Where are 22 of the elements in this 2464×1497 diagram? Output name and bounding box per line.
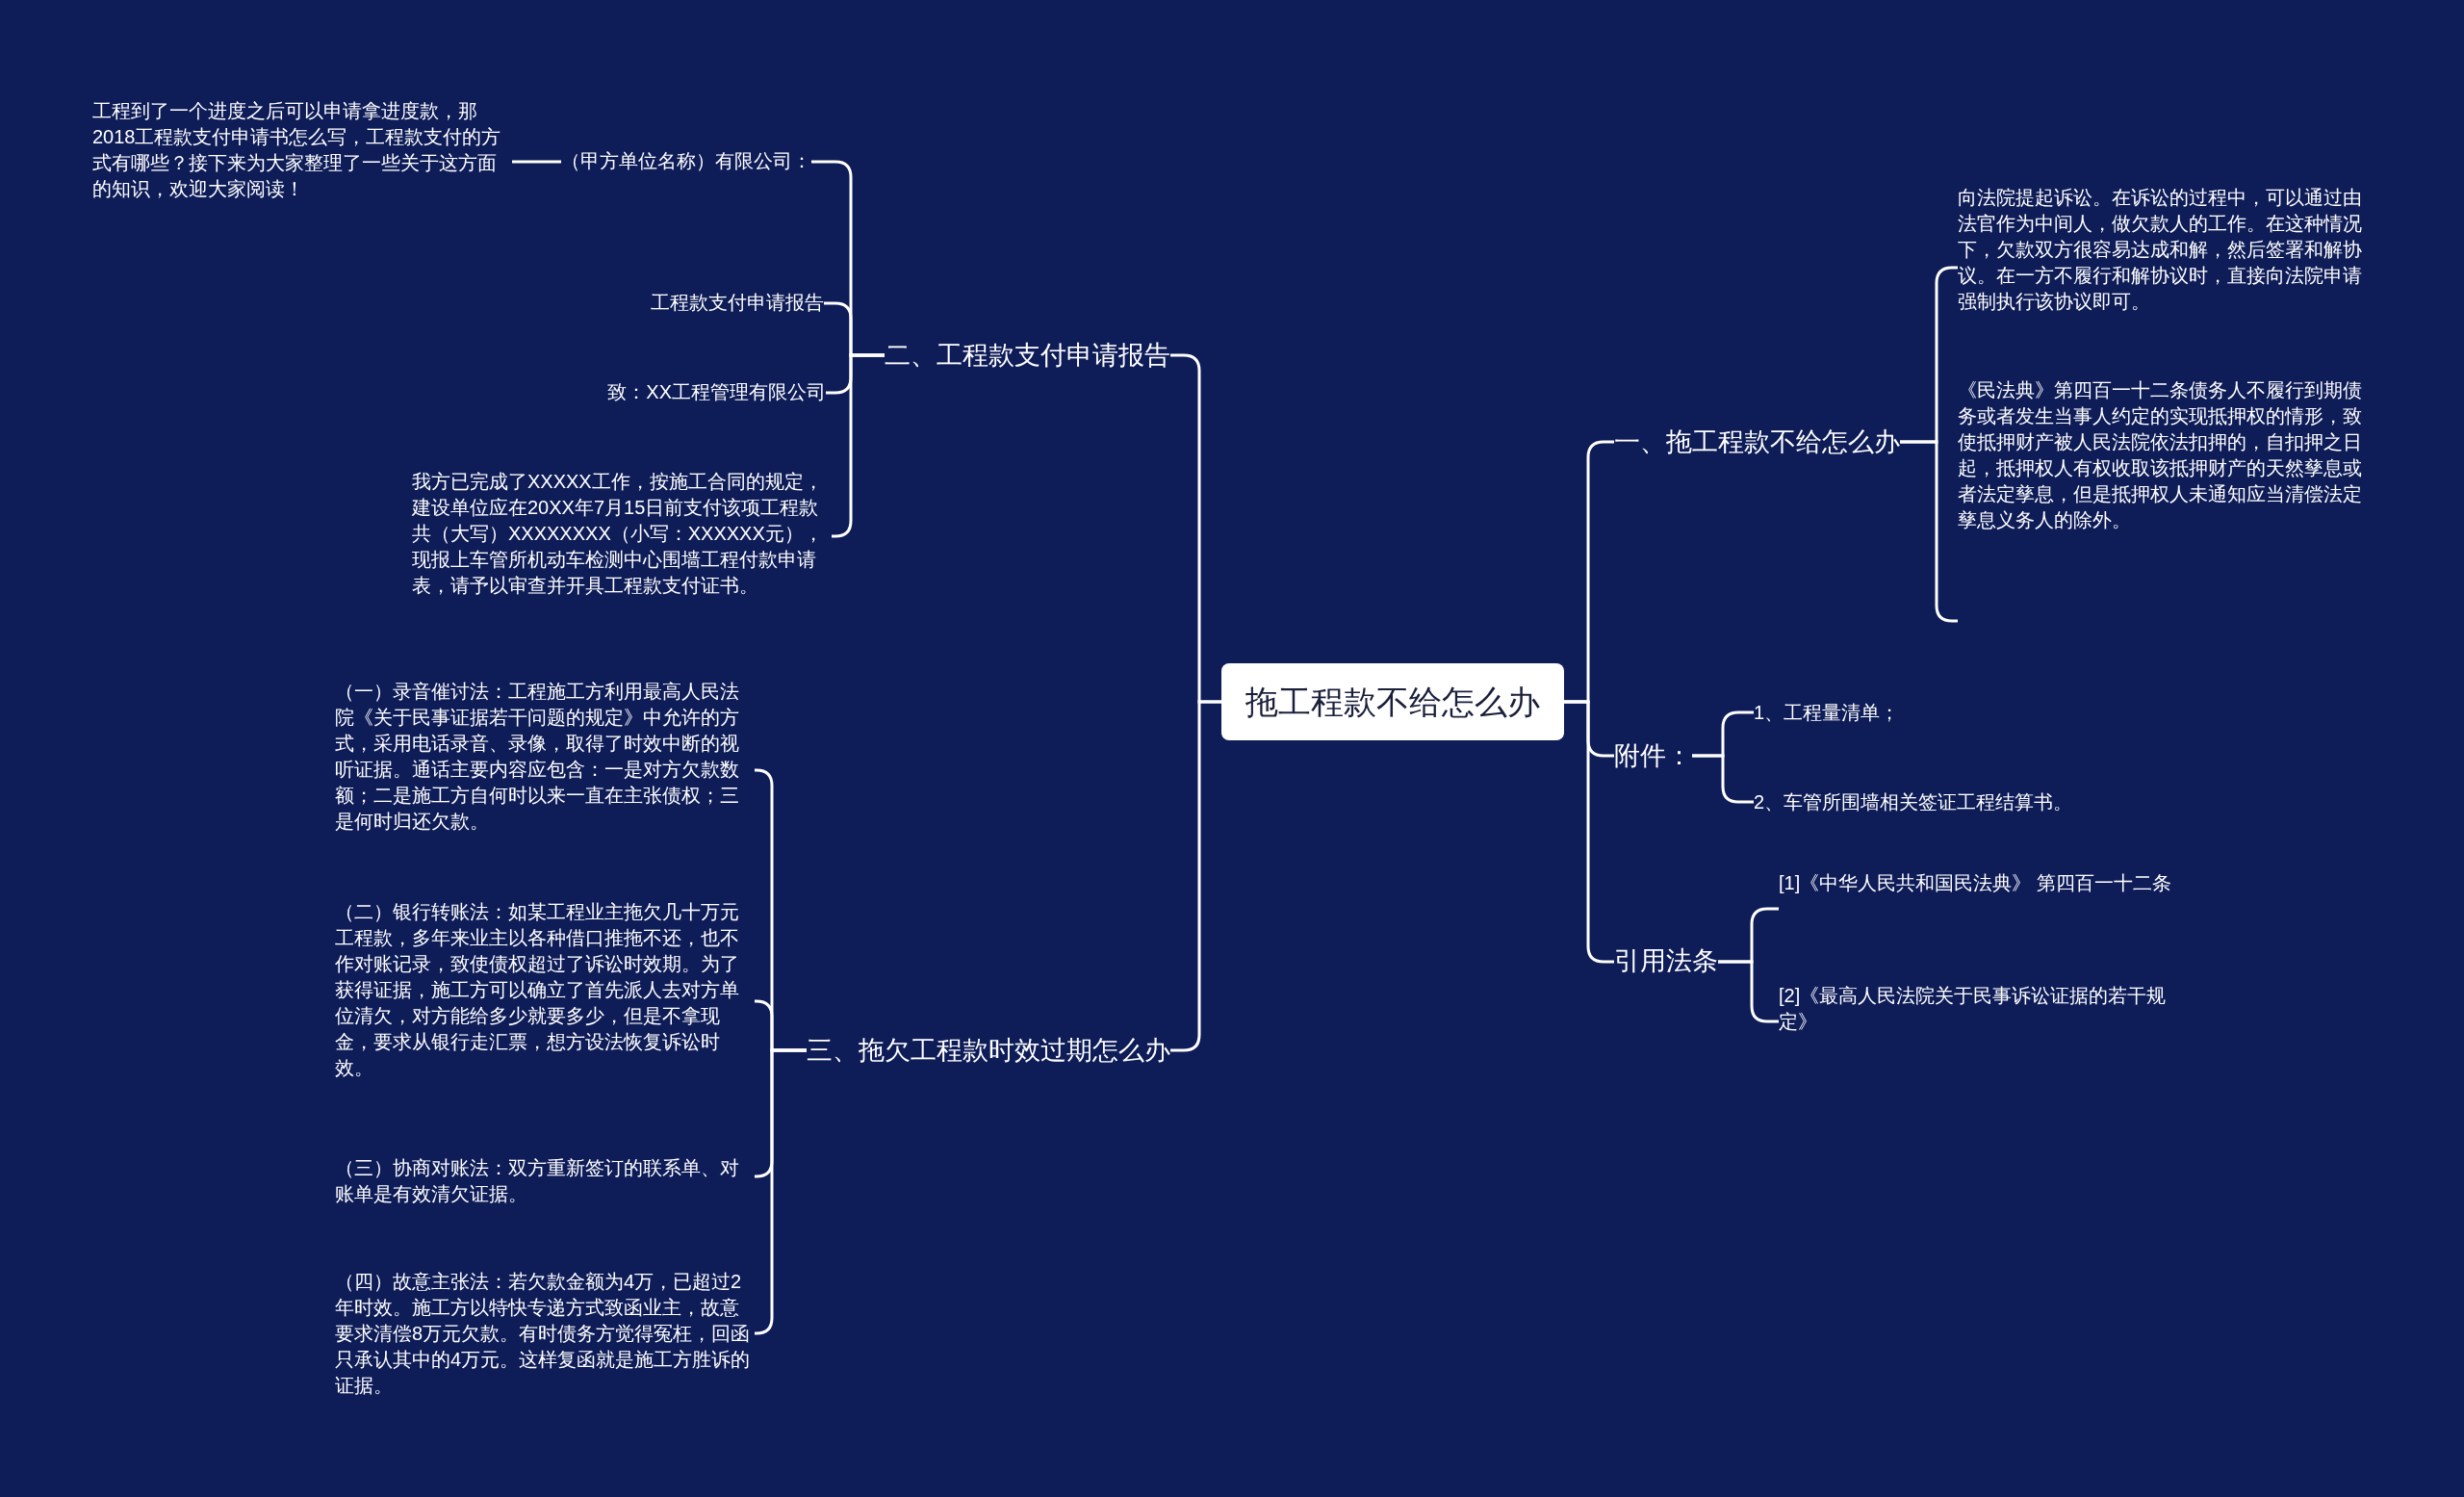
leaf-text: （甲方单位名称）有限公司： xyxy=(561,148,811,174)
leaf-text: 《民法典》第四百一十二条债务人不履行到期债务或者发生当事人约定的实现抵押权的情形，致使抵押财产被人民法院依法扣押的，自扣押之日起，抵押权人有权收取该抵押财产的天然孳息或者法定孳息，但是抵押权人未通知应当清偿法定孳息义务人的除外。 xyxy=(1958,377,2377,632)
branch-label: 一、拖工程款不给怎么办 xyxy=(1614,426,1900,458)
leaf-text: （四）故意主张法：若欠款金额为4万，已超过2年时效。施工方以特快专递方式致函业主，故意要求清偿8万元欠款。有时债务方觉得冤枉，回函只承认其中的4万元。这样复函就是施工方胜诉的证据。 xyxy=(335,1269,755,1399)
connector-line xyxy=(512,160,561,164)
leaf-text: （二）银行转账法：如某工程业主拖欠几十万元工程款，多年来业主以各种借口推拖不还，也不作对账记录，致使债权超过了诉讼时效期。为了获得证据，施工方可以确立了首先派人去对方单位清欠，对方能给多少就要多少，但是不拿现金，要求从银行走汇票，想方设法恢复诉讼时效。 xyxy=(335,899,755,1081)
branch-label: 二、工程款支付申请报告 xyxy=(885,339,1170,372)
leaf-text: [2]《最高人民法院关于民事诉讼证据的若干规定》 xyxy=(1779,983,2183,1035)
leaf-text: （一）录音催讨法：工程施工方利用最高人民法院《关于民事证据若干问题的规定》中允许的方式，采用电话录音、录像，取得了时效中断的视听证据。通话主要内容应包含：一是对方欠款数额；二是施工方自何时以来一直在主张债权；三是何时归还欠款。 xyxy=(335,679,755,835)
leaf-text: 1、工程量清单； xyxy=(1754,700,1900,726)
topic-box: 拖工程款不给怎么办 xyxy=(1221,663,1564,740)
leaf-text: 工程到了一个进度之后可以申请拿进度款，那2018工程款支付申请书怎么写，工程款支付的方式有哪些？接下来为大家整理了一些关于这方面的知识，欢迎大家阅读！ xyxy=(92,98,512,202)
leaf-text: （三）协商对账法：双方重新签订的联系单、对账单是有效清欠证据。 xyxy=(335,1155,755,1207)
branch-label: 引用法条 xyxy=(1614,944,1718,977)
leaf-text: [1]《中华人民共和国民法典》 第四百一十二条 xyxy=(1779,870,2183,896)
branch-label: 三、拖欠工程款时效过期怎么办 xyxy=(807,1034,1170,1067)
leaf-text: 2、车管所围墙相关签证工程结算书。 xyxy=(1754,789,2073,815)
leaf-text: 我方已完成了XXXXX工作，按施工合同的规定，建设单位应在20XX年7月15日前支付该项工程款共（大写）XXXXXXXX（小写：XXXXXX元），现报上车管所机动车检测中心围墙工程付款申请表，请予以审查并开具工程款支付证书。 xyxy=(412,469,832,599)
leaf-text: 工程款支付申请报告 xyxy=(651,290,824,316)
leaf-text: 向法院提起诉讼。在诉讼的过程中，可以通过由法官作为中间人，做欠款人的工作。在这种情况下，欠款双方很容易达成和解，然后签署和解协议。在一方不履行和解协议时，直接向法院申请强制执行该协议即可。 xyxy=(1958,185,2377,315)
branch-label: 附件： xyxy=(1614,739,1692,772)
leaf-text: 致：XX工程管理有限公司 xyxy=(607,379,826,405)
